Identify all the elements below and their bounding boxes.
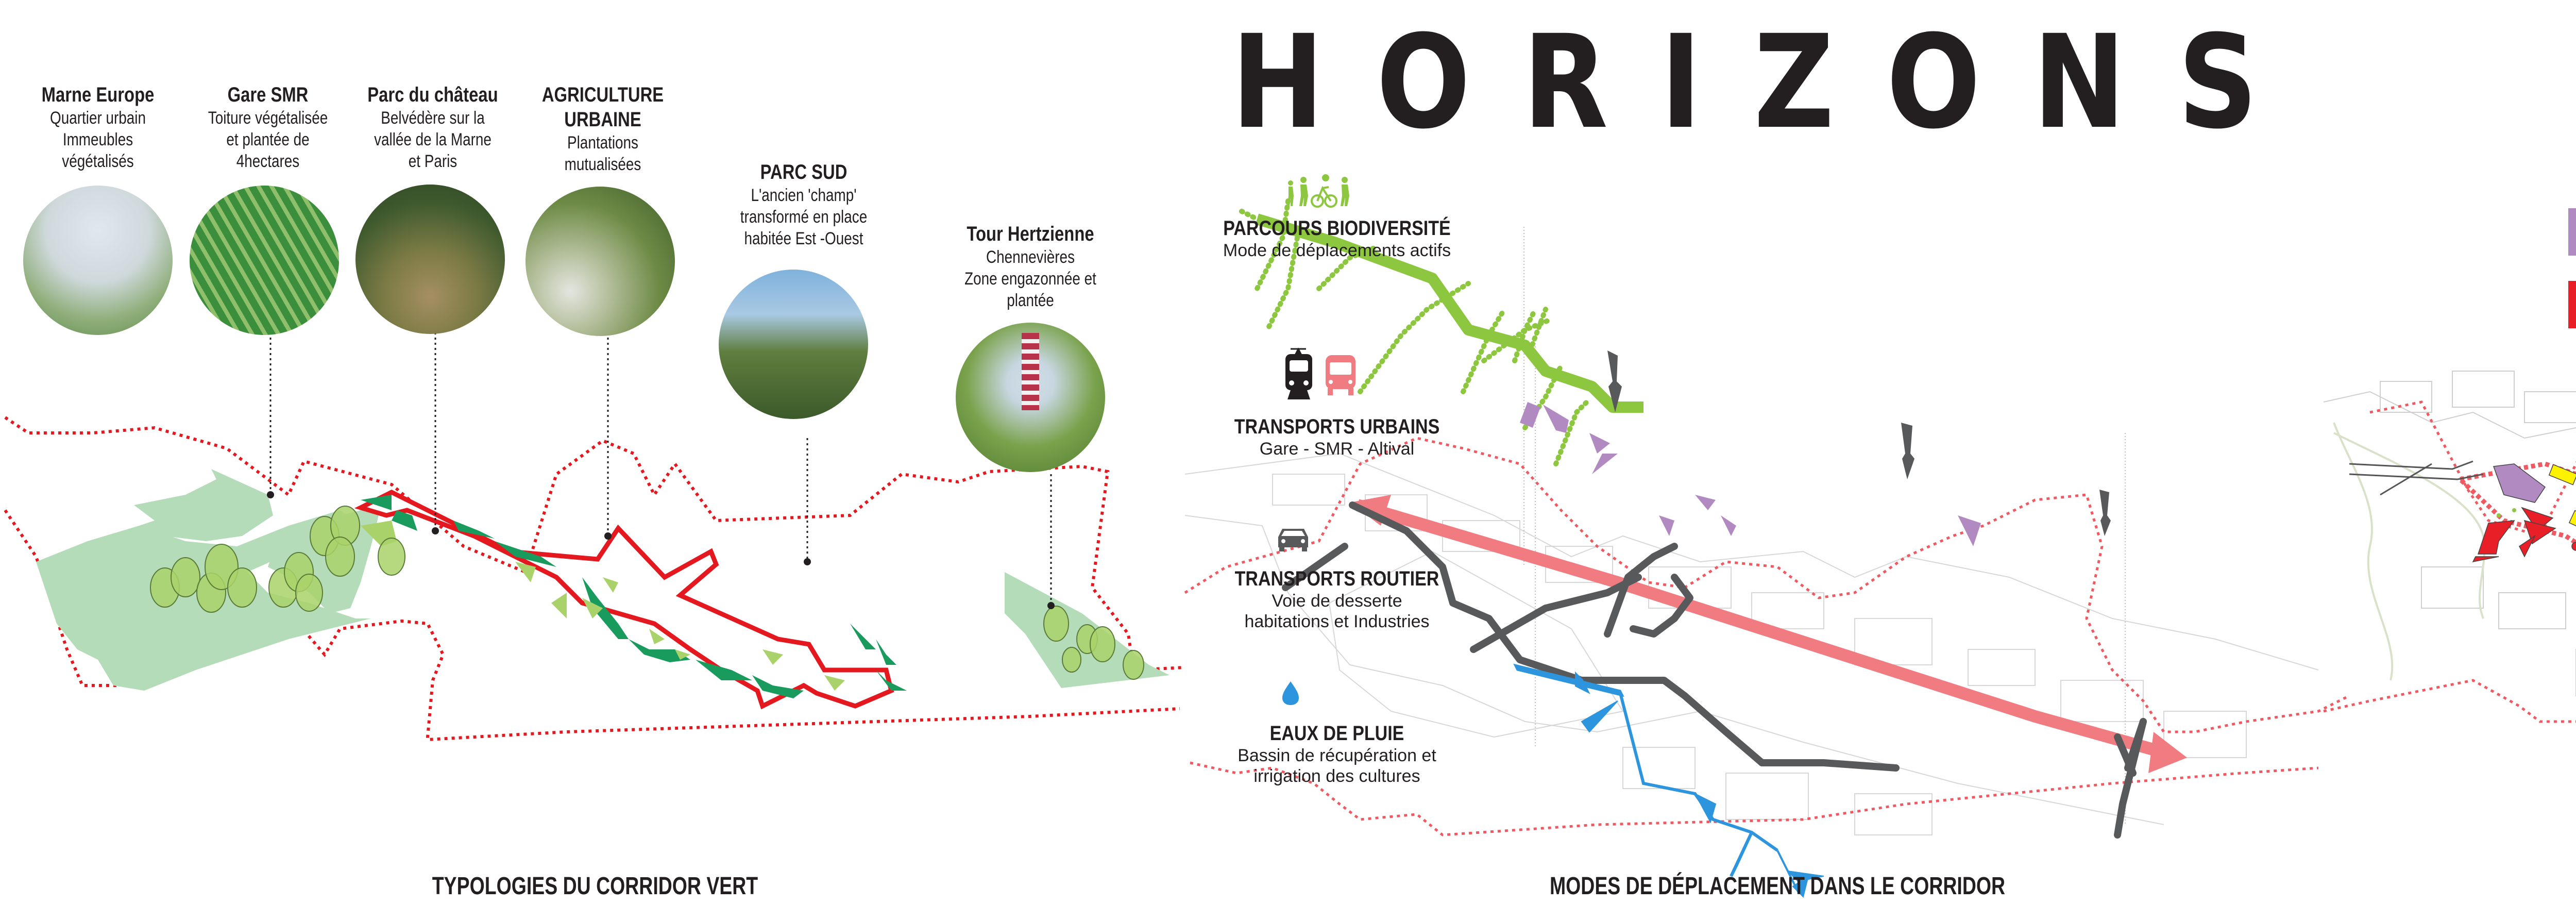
caption-green-corridor: TYPOLOGIES DU CORRIDOR VERT bbox=[432, 873, 758, 900]
tram-icon bbox=[1285, 347, 1312, 399]
car-icon bbox=[1278, 529, 1308, 551]
road-transport-icons bbox=[1275, 525, 1311, 553]
site-perimeter-right bbox=[2369, 400, 2576, 538]
light-planted-patches bbox=[361, 521, 845, 691]
mode-subtitle: Mode de déplacements actifs bbox=[1223, 241, 1451, 260]
pedestrian-icon bbox=[1341, 177, 1349, 206]
pointer-arrows bbox=[1607, 350, 2111, 536]
urban-buildings-photo bbox=[23, 186, 173, 335]
mode-biodiversity: PARCOURS BIODIVERSITÉ Mode de déplacemen… bbox=[1193, 216, 1481, 261]
place-gare-smr: Gare SMR Toiture végétalisée et plantée … bbox=[196, 82, 340, 172]
planted-strips bbox=[361, 495, 907, 698]
urban-transit-icons bbox=[1275, 347, 1363, 405]
active-modes-icons bbox=[1285, 173, 1358, 209]
mode-title: PARCOURS BIODIVERSITÉ bbox=[1223, 217, 1451, 240]
industry-buildings bbox=[2548, 464, 2576, 534]
rainwater-icons bbox=[1280, 680, 1301, 706]
pedestrian-icon bbox=[1299, 177, 1308, 206]
mode-subtitle: Bassin de récupération et irrigation des… bbox=[1238, 746, 1436, 786]
mode-rainwater: EAUX DE PLUIE Bassin de récupération et … bbox=[1193, 722, 1481, 786]
mode-title: EAUX DE PLUIE bbox=[1269, 722, 1404, 745]
rail-line bbox=[2349, 460, 2484, 496]
legend-swatch bbox=[2568, 208, 2576, 256]
place-title: Gare SMR bbox=[227, 83, 309, 106]
place-title: PARC SUD bbox=[760, 161, 848, 183]
urban-transit-line bbox=[1355, 499, 2166, 759]
radio-tower-photo bbox=[956, 323, 1105, 472]
mode-road-transport: TRANSPORTS ROUTIER Voie de desserte habi… bbox=[1193, 567, 1481, 632]
place-parc-du-chateau: Parc du château Belvédère sur la vallée … bbox=[361, 82, 505, 172]
rainwater-network bbox=[1513, 663, 1824, 898]
mode-title: TRANSPORTS ROUTIER bbox=[1234, 567, 1439, 590]
caption-mobility: MODES DE DÉPLACEMENT DANS LE CORRIDOR bbox=[1549, 873, 2006, 900]
place-subtitle: Chennevières Zone engazonnée et plantée bbox=[964, 247, 1096, 310]
legend-item-chaufferie: CHAUFFERIE COLLECTIVE bbox=[2568, 206, 2576, 256]
page-title: HORIZONS bbox=[1231, 7, 2310, 157]
cyclist-icon bbox=[1311, 174, 1337, 208]
tower-shape bbox=[1022, 333, 1039, 410]
garden-photo bbox=[526, 187, 675, 336]
green-roof-photo bbox=[190, 186, 339, 335]
place-title: AGRICULTURE URBAINE bbox=[541, 83, 664, 131]
site-perimeter-middle bbox=[1184, 437, 2350, 733]
green-corridor-map bbox=[4, 332, 1185, 742]
building-context bbox=[2323, 371, 2576, 696]
bus-icon bbox=[1326, 355, 1355, 395]
chaufferie-buildings bbox=[2493, 463, 2546, 503]
place-title: Marne Europe bbox=[41, 83, 155, 106]
commerce-buildings bbox=[2472, 507, 2576, 563]
leader-dots bbox=[267, 491, 1055, 609]
mode-urban-transit: TRANSPORTS URBAINS Gare - SMR - Altival bbox=[1193, 415, 1481, 459]
heating-plants bbox=[1520, 402, 1981, 546]
mode-title: TRANSPORTS URBAINS bbox=[1234, 415, 1440, 438]
south-park-photo bbox=[719, 270, 868, 419]
park-photo bbox=[355, 185, 505, 334]
green-zone-marne-europe bbox=[124, 469, 273, 541]
legend-item-commerces: COMMERCES bbox=[2568, 281, 2576, 328]
place-subtitle: Quartier urbain Immeubles végétalisés bbox=[50, 108, 146, 171]
leader-lines bbox=[269, 332, 1052, 606]
legend-swatch bbox=[2568, 281, 2576, 328]
place-title: Parc du château bbox=[367, 83, 498, 106]
place-agriculture-urbaine: AGRICULTURE URBAINE Plantations mutualis… bbox=[531, 82, 675, 175]
green-corridor-outline bbox=[354, 489, 894, 710]
mode-subtitle: Gare - SMR - Altival bbox=[1259, 439, 1415, 459]
place-marne-europe: Marne Europe Quartier urbain Immeubles v… bbox=[26, 82, 170, 172]
place-subtitle: L'ancien 'champ' transformé en place hab… bbox=[740, 186, 868, 248]
pedestrian-child-icon bbox=[1287, 180, 1294, 206]
place-tour-hertzienne: Tour Hertzienne Chennevières Zone engazo… bbox=[950, 222, 1111, 311]
water-drop-icon bbox=[1282, 681, 1299, 705]
trees bbox=[150, 506, 1144, 680]
place-title: Tour Hertzienne bbox=[967, 223, 1094, 245]
biodiversity-path bbox=[1255, 213, 1643, 413]
place-parc-sud: PARC SUD L'ancien 'champ' transformé en … bbox=[723, 160, 884, 249]
place-subtitle: Plantations mutualisées bbox=[564, 133, 641, 174]
place-subtitle: Belvédère sur la vallée de la Marne et P… bbox=[374, 108, 492, 171]
mode-subtitle: Voie de desserte habitations et Industri… bbox=[1244, 591, 1430, 631]
garden-trees bbox=[2497, 508, 2516, 517]
place-subtitle: Toiture végétalisée et plantée de 4hecta… bbox=[208, 108, 328, 171]
